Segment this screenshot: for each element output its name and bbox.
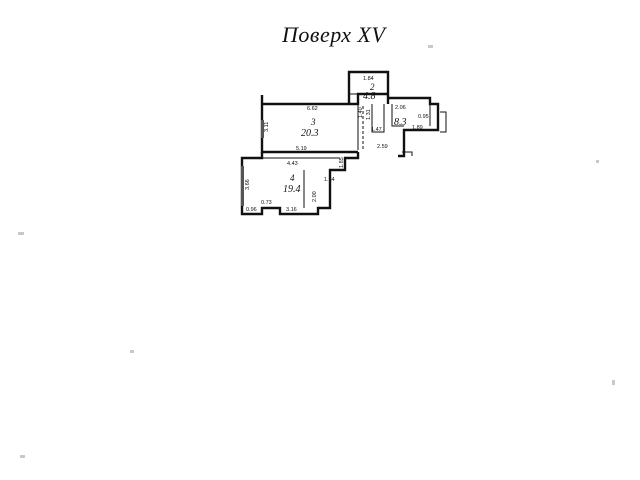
room-8-3 — [371, 96, 447, 158]
dim-label: 1.47 — [371, 127, 382, 133]
room-3-number: 3 — [310, 117, 316, 127]
dim-label: 3.11 — [264, 122, 270, 132]
dim-label: 0.96 — [246, 207, 257, 213]
room-4-area: 19.4 — [283, 184, 301, 195]
dim-label: 1.31 — [366, 109, 372, 120]
room-2-area: 4.8 — [363, 91, 376, 102]
room-3 — [260, 92, 388, 154]
room-4 — [240, 152, 360, 216]
room-8-3-area: 8.3 — [394, 117, 407, 128]
dim-label: 0.73 — [261, 200, 272, 206]
dim-label: 4.43 — [287, 161, 298, 167]
dim-label: 2.00 — [312, 191, 318, 202]
dim-label: 1.40 — [358, 107, 364, 118]
dim-label: 6.62 — [307, 106, 318, 112]
dim-label: 2.06 — [395, 105, 406, 111]
floor-title: Поверх XV — [282, 22, 386, 47]
room-4-number: 4 — [290, 173, 295, 183]
dim-label: 3.66 — [245, 179, 251, 190]
window-hatch-2 — [241, 166, 244, 206]
scan-noise — [18, 45, 615, 458]
room-2-number: 2 — [370, 82, 375, 92]
dim-label: 0.95 — [418, 114, 429, 120]
dim-label: 1.84 — [363, 76, 374, 82]
room-2 — [347, 70, 390, 104]
window-hatch — [261, 120, 264, 138]
dim-label: 3.16 — [286, 207, 297, 213]
dim-label: 2.59 — [377, 144, 388, 150]
dim-label: 5.19 — [296, 146, 307, 152]
room-3-area: 20.3 — [301, 128, 319, 139]
dim-label: 1.85 — [339, 157, 345, 168]
dim-label: 1.64 — [324, 177, 335, 183]
dim-label: 1.89 — [412, 125, 423, 131]
